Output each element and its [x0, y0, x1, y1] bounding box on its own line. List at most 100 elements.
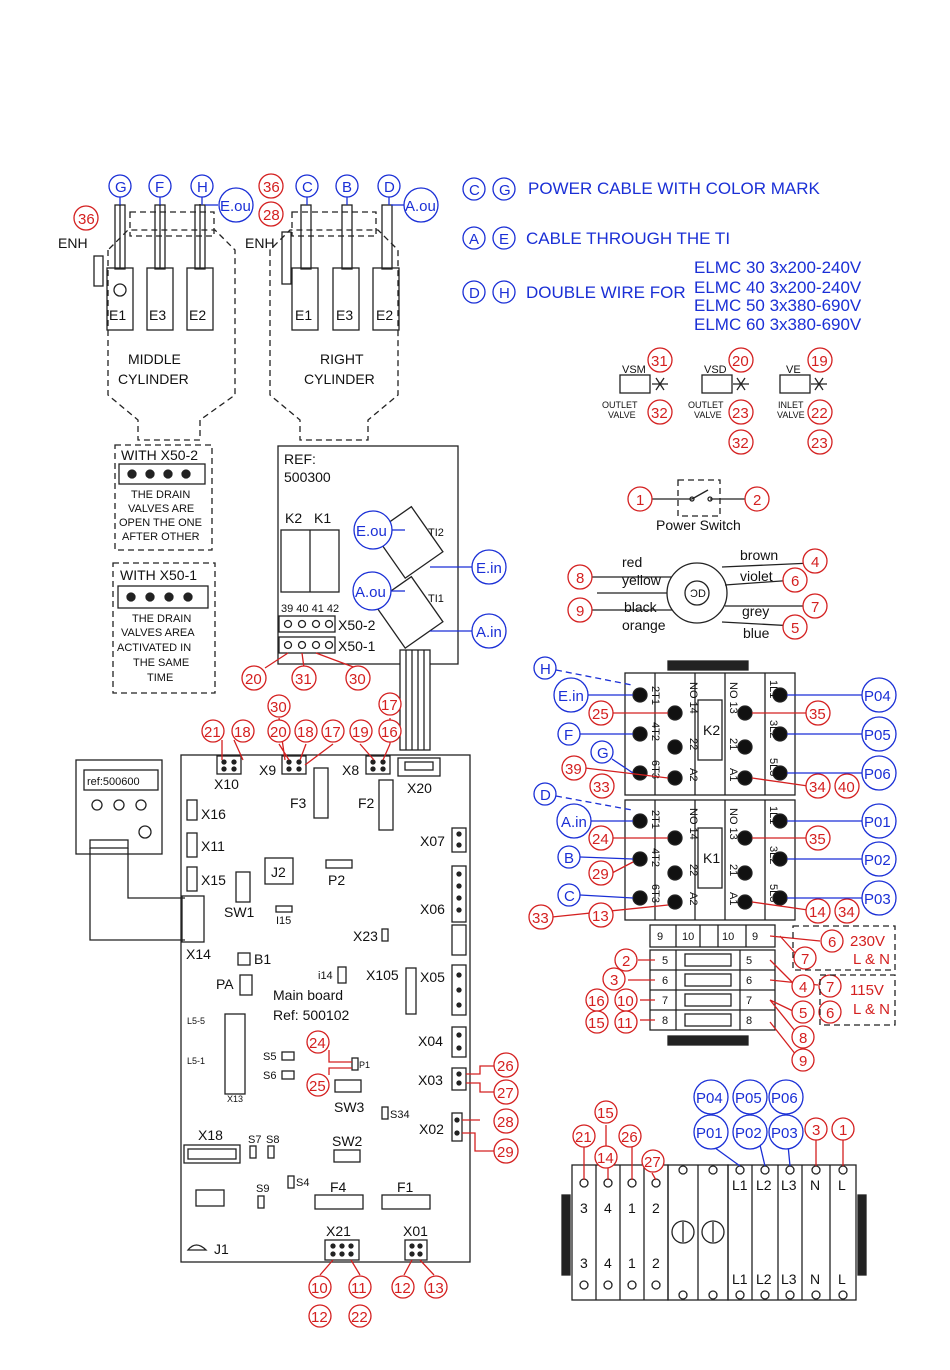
- transformer-wire-brown: brown: [740, 547, 778, 563]
- board-ref-30: 30: [270, 699, 287, 716]
- conn-x15: X15: [201, 872, 226, 888]
- k2-term-a2: A2: [687, 768, 699, 781]
- drain-note-x50-1-line-5: TIME: [147, 672, 173, 684]
- transformer-wire-grey: grey: [742, 603, 769, 619]
- fuse-row-5-left: 5: [662, 955, 668, 967]
- board-ref-19: 19: [352, 724, 369, 741]
- contactor-k2: K2 2T1 4T2 6T3 NO 14 22 A2 NO 13 21 A1 1…: [533, 656, 897, 799]
- middle-electrode-2: E2: [189, 307, 206, 323]
- tb-bottom-l: L: [838, 1271, 846, 1287]
- k1-term-3l2: 3L2: [767, 846, 779, 864]
- middle-electrode-3: E3: [149, 307, 166, 323]
- conn-x03: X03: [418, 1072, 443, 1088]
- legend-double-wire: DOUBLE WIRE FOR: [526, 283, 686, 302]
- part-s4: S4: [296, 1177, 309, 1189]
- k1-ref-13: 13: [592, 908, 609, 925]
- x50-pin-numbers: 39 40 41 42: [281, 603, 339, 615]
- conn-x04: X04: [418, 1033, 443, 1049]
- x50-1-label: X50-1: [338, 638, 376, 654]
- conn-x06: X06: [420, 901, 445, 917]
- drain-note-x50-2-line-4: AFTER OTHER: [122, 531, 200, 543]
- board-ref-26: 26: [497, 1058, 514, 1075]
- fuse-ref-6-mid: 6: [826, 1005, 834, 1022]
- conn-x21: X21: [326, 1223, 351, 1239]
- power-switch-label: Power Switch: [656, 517, 741, 533]
- board-ref-12-b: 12: [394, 1280, 411, 1297]
- fuse-ref-4: 4: [799, 979, 807, 996]
- tb-bottom-1: 1: [628, 1255, 636, 1271]
- ein-badge: E.in: [476, 560, 502, 577]
- tb-top-4: 4: [604, 1200, 612, 1216]
- ref-board-wire-31: 31: [295, 671, 312, 688]
- k1-wire-d: D: [540, 787, 551, 804]
- k1-ref-33: 33: [532, 910, 549, 927]
- legend-key-g: G: [499, 182, 511, 199]
- drain-note-x50-2-line-1: THE DRAIN: [131, 489, 190, 501]
- part-j2: J2: [271, 864, 286, 880]
- k2-ref-33: 33: [593, 779, 610, 796]
- legend-power-cable: POWER CABLE WITH COLOR MARK: [528, 179, 820, 198]
- tb-bottom-4: 4: [604, 1255, 612, 1271]
- tb-top-2: 2: [652, 1200, 660, 1216]
- valve-vsm-desc-2: VALVE: [608, 410, 636, 420]
- valve-vsd-ref-20: 20: [732, 353, 749, 370]
- drain-note-x50-2: WITH X50-2 THE DRAIN VALVES ARE OPEN THE…: [114, 444, 213, 551]
- conn-x8: X8: [342, 762, 359, 778]
- display-ref: ref:500600: [87, 776, 140, 788]
- fuse-row-7-right: 7: [746, 995, 752, 1007]
- legend-through-ti: CABLE THROUGH THE TI: [526, 229, 731, 248]
- drain-note-x50-2-line-2: VALVES ARE: [128, 503, 194, 515]
- valve-vsm-name: VSM: [622, 364, 646, 376]
- k1-term-21: 21: [727, 864, 739, 876]
- k2-term-3l2: 3L2: [767, 720, 779, 738]
- k2-term-6t3: 6T3: [649, 760, 661, 779]
- ain-badge: A.in: [476, 624, 502, 641]
- middle-cylinder: G F H E.ou 36 ENH E1 E3 E2 MIDDLE CYLIND…: [58, 174, 254, 441]
- conn-x05: X05: [420, 969, 445, 985]
- k2-p05: P05: [864, 727, 891, 744]
- fuse-ref-9: 9: [799, 1053, 807, 1070]
- middle-top-g: G: [115, 179, 127, 196]
- part-i15: I15: [276, 915, 291, 927]
- board-ref-11: 11: [351, 1280, 367, 1297]
- part-s5: S5: [263, 1051, 276, 1063]
- right-enh-ref-36: 36: [263, 179, 280, 196]
- conn-x105: X105: [366, 967, 399, 983]
- middle-top-h: H: [197, 179, 208, 196]
- k2-term-21: 21: [727, 738, 739, 750]
- eou-badge: E.ou: [356, 523, 387, 540]
- ti1-label: TI1: [428, 593, 444, 605]
- part-l5-1: L5-1: [187, 1056, 205, 1066]
- transformer-ref-8: 8: [576, 570, 584, 587]
- tb-bottom-l3: L3: [781, 1271, 797, 1287]
- conn-x23: X23: [353, 928, 378, 944]
- middle-top-f: F: [155, 179, 164, 196]
- middle-outlet-label: E.ou: [220, 198, 251, 215]
- tb-bottom-3: 3: [580, 1255, 588, 1271]
- tb-top-l3: L3: [781, 1177, 797, 1193]
- tb-ref-21: 21: [575, 1129, 592, 1146]
- k1-term-22: 22: [687, 864, 699, 876]
- part-s6: S6: [263, 1070, 276, 1082]
- fuse-row-8-right: 8: [746, 1015, 752, 1027]
- valve-ve-desc-2: VALVE: [777, 410, 805, 420]
- conn-x10: X10: [214, 776, 239, 792]
- fuse-f4: F4: [330, 1179, 347, 1195]
- board-ref-10: 10: [311, 1280, 328, 1297]
- fuse-row-7-left: 7: [662, 995, 668, 1007]
- part-p2: P2: [328, 872, 345, 888]
- k2-ref-39: 39: [565, 761, 582, 778]
- fuse-ref-2: 2: [622, 953, 630, 970]
- tb-bottom-l1: L1: [732, 1271, 748, 1287]
- ti2-label: TI2: [428, 527, 444, 539]
- valve-vsd-desc-1: OUTLET: [688, 400, 724, 410]
- valve-ve-desc-1: INLET: [778, 400, 804, 410]
- fuse-ref-16: 16: [588, 993, 605, 1010]
- contactor-k1: K1 2T1 4T2 6T3 NO 14 22 A2 NO 13 21 A1 1…: [528, 782, 897, 930]
- valve-ve-ref-22: 22: [811, 405, 828, 422]
- fuse-f2: F2: [358, 795, 375, 811]
- legend-model-3: ELMC 50 3x380-690V: [694, 296, 862, 315]
- legend-model-2: ELMC 40 3x200-240V: [694, 278, 862, 297]
- middle-enh-label: ENH: [58, 235, 88, 251]
- board-ref-16: 16: [381, 724, 398, 741]
